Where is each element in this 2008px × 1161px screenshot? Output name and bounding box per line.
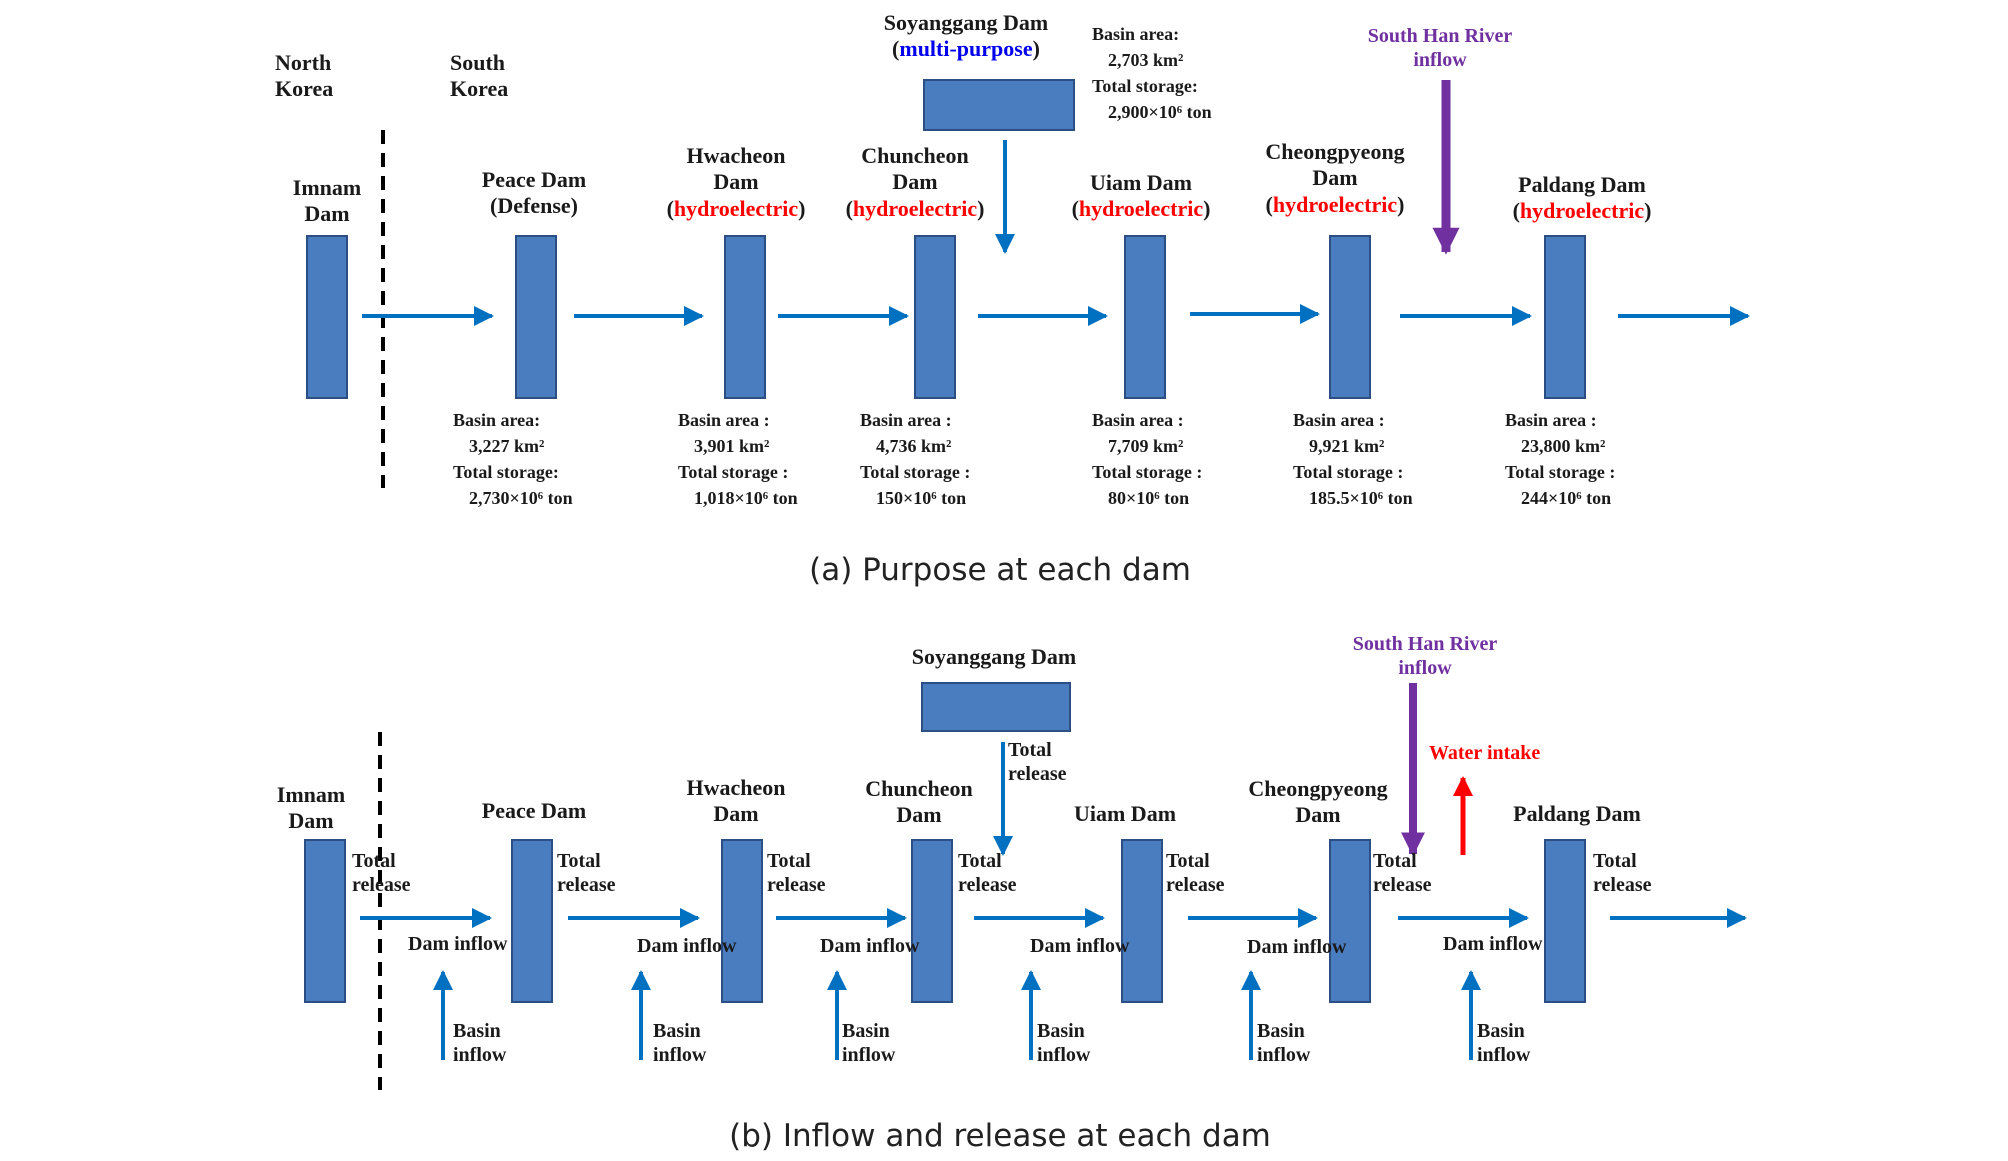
dam-name-uiam-a: Uiam Dam (hydroelectric)	[1071, 170, 1211, 222]
dam-name-imnam-a: Imnam Dam	[292, 175, 362, 227]
dam-block-hwacheon-b	[721, 839, 763, 1003]
total-release-label: Total release	[958, 850, 1017, 896]
basin-inflow-label: Basin inflow	[1257, 1020, 1311, 1066]
total-release-label: Total release	[1008, 739, 1067, 785]
total-release-label: Total release	[557, 850, 616, 896]
dam-name-peace-a: Peace Dam (Defense)	[481, 167, 587, 219]
total-release-label: Total release	[767, 850, 826, 896]
dam-inflow-label: Dam inflow	[1030, 935, 1130, 957]
dam-block-cheongpyeong-b	[1329, 839, 1371, 1003]
basin-inflow-label: Basin inflow	[653, 1020, 707, 1066]
dam-inflow-label: Dam inflow	[1443, 933, 1543, 955]
dam-name-chuncheon-a: Chuncheon Dam (hydroelectric)	[845, 143, 985, 221]
dam-block-soyanggang-a	[923, 79, 1075, 131]
info-soyanggang-a: Basin area: 2,703 km² Total storage: 2,9…	[1092, 24, 1212, 122]
water-intake-label: Water intake	[1429, 742, 1541, 764]
south-korea-label: South Korea	[450, 50, 509, 102]
dam-block-uiam-b	[1121, 839, 1163, 1003]
dam-block-uiam-a	[1124, 235, 1166, 399]
south-han-label-b: South Han River inflow	[1352, 633, 1498, 679]
dam-name-soyanggang-a: Soyanggang Dam (multi-purpose)	[883, 10, 1049, 62]
info-uiam-a: Basin area : 7,709 km² Total storage : 8…	[1092, 410, 1203, 508]
basin-inflow-label: Basin inflow	[453, 1020, 507, 1066]
dam-name-peace-b: Peace Dam	[481, 798, 587, 823]
dam-block-chuncheon-b	[911, 839, 953, 1003]
dam-name-hwacheon-a: Hwacheon Dam (hydroelectric)	[666, 143, 806, 221]
dam-inflow-label: Dam inflow	[408, 933, 508, 955]
dam-name-paldang-a: Paldang Dam (hydroelectric)	[1512, 172, 1652, 224]
total-release-label: Total release	[1166, 850, 1225, 896]
dam-name-cheongpyeong-a: Cheongpyeong Dam (hydroelectric)	[1265, 139, 1405, 217]
caption-b: (b) Inflow and release at each dam	[729, 1118, 1271, 1154]
caption-a: (a) Purpose at each dam	[809, 552, 1191, 588]
dam-name-hwacheon-b: Hwacheon Dam	[686, 775, 786, 827]
total-release-label: Total release	[352, 850, 411, 896]
dam-name-soyanggang-b: Soyanggang Dam	[911, 644, 1077, 669]
dam-block-imnam-b	[304, 839, 346, 1003]
info-cheongpyeong-a: Basin area : 9,921 km² Total storage : 1…	[1293, 410, 1413, 508]
info-paldang-a: Basin area : 23,800 km² Total storage : …	[1505, 410, 1616, 508]
dam-block-chuncheon-a	[914, 235, 956, 399]
dam-block-soyanggang-b	[921, 682, 1071, 732]
dam-name-imnam-b: Imnam Dam	[276, 782, 346, 834]
info-peace-a: Basin area: 3,227 km² Total storage: 2,7…	[453, 410, 573, 508]
dam-block-paldang-b	[1544, 839, 1586, 1003]
dam-inflow-label: Dam inflow	[637, 935, 737, 957]
dam-block-hwacheon-a	[724, 235, 766, 399]
total-release-label: Total release	[1373, 850, 1432, 896]
dam-block-peace-b	[511, 839, 553, 1003]
dam-name-paldang-b: Paldang Dam	[1513, 801, 1641, 826]
south-han-label-a: South Han River inflow	[1367, 25, 1513, 71]
dam-block-peace-a	[515, 235, 557, 399]
dam-block-cheongpyeong-a	[1329, 235, 1371, 399]
dam-inflow-label: Dam inflow	[1247, 936, 1347, 958]
dam-block-paldang-a	[1544, 235, 1586, 399]
basin-inflow-label: Basin inflow	[1477, 1020, 1531, 1066]
north-korea-label: North Korea	[275, 50, 334, 102]
basin-inflow-label: Basin inflow	[842, 1020, 896, 1066]
total-release-label: Total release	[1593, 850, 1652, 896]
dam-name-cheongpyeong-b: Cheongpyeong Dam	[1248, 776, 1388, 828]
info-chuncheon-a: Basin area : 4,736 km² Total storage : 1…	[860, 410, 971, 508]
info-hwacheon-a: Basin area : 3,901 km² Total storage : 1…	[678, 410, 798, 508]
basin-inflow-label: Basin inflow	[1037, 1020, 1091, 1066]
dam-block-imnam-a	[306, 235, 348, 399]
dam-inflow-label: Dam inflow	[820, 935, 920, 957]
dam-name-chuncheon-b: Chuncheon Dam	[865, 776, 973, 828]
dam-name-uiam-b: Uiam Dam	[1073, 801, 1177, 826]
